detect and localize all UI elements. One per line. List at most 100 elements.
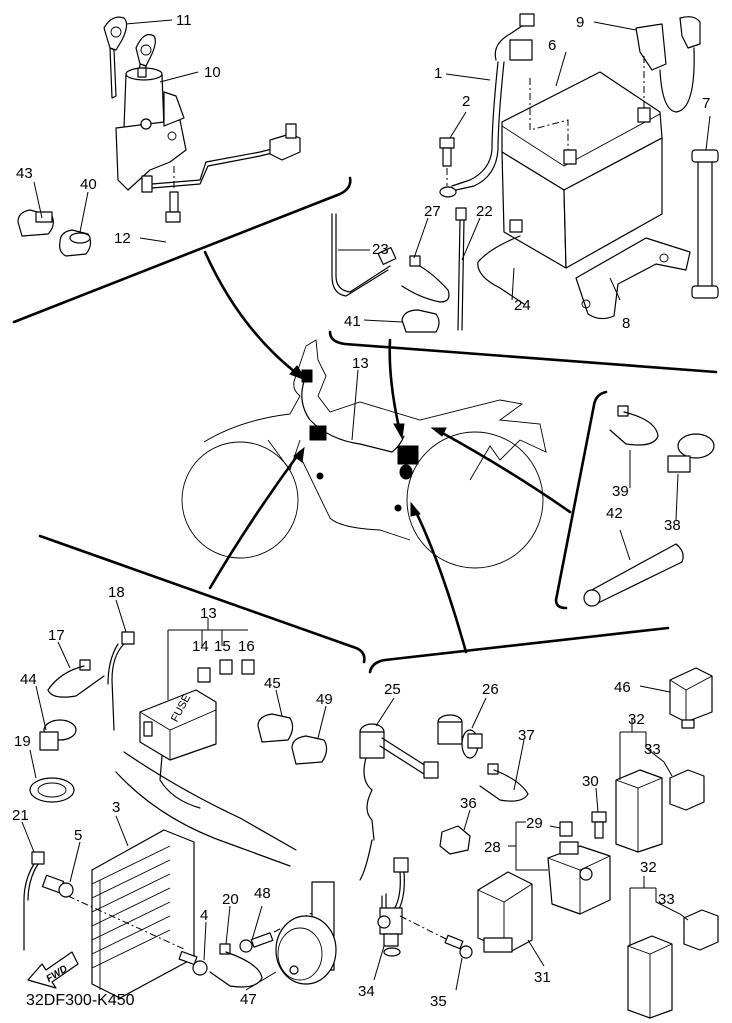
flasher-relay-icon <box>477 871 533 953</box>
front-lower-group: 13 14 15 16 FUSE <box>12 584 337 1009</box>
bolt-48-icon <box>239 932 274 953</box>
callout-13-harness: 13 <box>352 355 369 372</box>
frame-ignition <box>12 176 352 324</box>
callout-45: 45 <box>264 675 281 692</box>
battery-group: 1 2 6 9 7 27 22 23 24 8 41 <box>331 13 719 333</box>
callout-47: 47 <box>240 991 257 1008</box>
ignition-group: 11 10 43 40 12 <box>16 12 301 257</box>
callout-46: 46 <box>614 679 631 696</box>
rectifier-regulator-icon <box>91 829 195 999</box>
callout-4: 4 <box>200 907 208 924</box>
callout-44: 44 <box>20 671 37 688</box>
clamp-19-icon <box>29 777 75 803</box>
callout-30: 30 <box>582 773 599 790</box>
callout-3: 3 <box>112 799 120 816</box>
callout-42: 42 <box>606 505 623 522</box>
cable-tie-20-icon <box>209 943 263 988</box>
callout-15: 15 <box>214 638 231 655</box>
callout-36: 36 <box>460 795 477 812</box>
battery-band-icon <box>691 149 719 299</box>
battery-icon <box>501 71 663 269</box>
callout-7: 7 <box>702 95 710 112</box>
callout-21: 21 <box>12 807 29 824</box>
clamp-49-icon <box>291 735 328 765</box>
frame-right-small <box>554 390 608 610</box>
callout-1: 1 <box>434 65 442 82</box>
inset-frames <box>12 176 718 674</box>
diagram-code: 32DF300-K450 <box>26 992 135 1009</box>
callout-43: 43 <box>16 165 33 182</box>
right-small-group: 39 38 42 <box>583 405 715 607</box>
callout-5: 5 <box>74 827 82 844</box>
callout-13-fuse: 13 <box>200 605 217 622</box>
horn-icon <box>275 881 337 985</box>
arrow-front-lower <box>208 450 302 590</box>
callout-28: 28 <box>484 839 501 856</box>
callout-12: 12 <box>114 230 131 247</box>
callout-33-lower: 33 <box>658 891 675 908</box>
frame-battery <box>328 330 718 374</box>
arrow-rear-lower <box>412 506 468 654</box>
bolt-4-icon <box>178 950 208 976</box>
callout-10: 10 <box>204 64 221 81</box>
callout-19: 19 <box>14 733 31 750</box>
callout-39: 39 <box>612 483 629 500</box>
screw-35-icon <box>444 934 473 959</box>
bolt-30-icon <box>591 811 607 839</box>
callout-25: 25 <box>384 681 401 698</box>
rear-lower-group: 25 26 46 37 32 33 30 36 29 28 32 33 31 3… <box>358 667 719 1019</box>
callout-17: 17 <box>48 627 65 644</box>
motorcycle-icon: 13 <box>181 339 547 569</box>
callout-24: 24 <box>514 297 531 314</box>
fuse-29-icon <box>559 821 573 837</box>
fuse-icon <box>197 659 255 683</box>
callout-16: 16 <box>238 638 255 655</box>
battery-cable-icon <box>439 13 535 198</box>
cable-tie-39-icon <box>609 405 659 446</box>
callout-2: 2 <box>462 93 470 110</box>
positive-cable-icon <box>635 16 701 113</box>
clamp-43-icon <box>17 209 54 237</box>
holder-36-icon <box>439 825 471 855</box>
callout-11: 11 <box>176 12 192 29</box>
clamp-44-icon <box>39 719 77 751</box>
tube-42-icon <box>583 543 684 607</box>
callout-14: 14 <box>192 638 209 655</box>
frame-front-lower <box>38 534 366 664</box>
fuse-box-icon: FUSE <box>139 689 217 761</box>
callout-29: 29 <box>526 815 543 832</box>
main-switch-icon <box>115 67 301 223</box>
arrow-right-small <box>435 428 572 514</box>
callout-26: 26 <box>482 681 499 698</box>
callout-37: 37 <box>518 727 535 744</box>
switch-26-icon <box>437 714 483 759</box>
cable-tie-37-icon <box>479 763 529 802</box>
arrow-ignition <box>203 250 302 378</box>
callout-35: 35 <box>430 993 447 1010</box>
callout-32-lower: 32 <box>640 859 657 876</box>
relay-46-icon <box>669 667 713 729</box>
callout-18: 18 <box>108 584 125 601</box>
arrow-battery <box>388 338 402 434</box>
callout-9: 9 <box>576 14 584 31</box>
callout-33-upper: 33 <box>644 741 661 758</box>
starter-relay-icon <box>547 841 611 915</box>
callout-31: 31 <box>534 969 551 986</box>
callout-34: 34 <box>358 983 375 1000</box>
callout-20: 20 <box>222 891 239 908</box>
bolt-2-icon <box>439 137 455 186</box>
callout-22: 22 <box>476 203 493 220</box>
frame-rear-lower <box>368 626 670 674</box>
key-icon <box>103 16 156 99</box>
callout-48: 48 <box>254 885 271 902</box>
callout-23: 23 <box>372 241 389 258</box>
cable-tie-18-icon <box>107 631 135 731</box>
callout-49: 49 <box>316 691 333 708</box>
clamp-40-icon <box>59 229 92 257</box>
callout-32-upper: 32 <box>628 711 645 728</box>
callout-6: 6 <box>548 37 556 54</box>
cable-tie-21-icon <box>23 851 45 951</box>
relay-32-icon <box>615 769 673 1019</box>
clamp-45-icon <box>257 713 294 743</box>
